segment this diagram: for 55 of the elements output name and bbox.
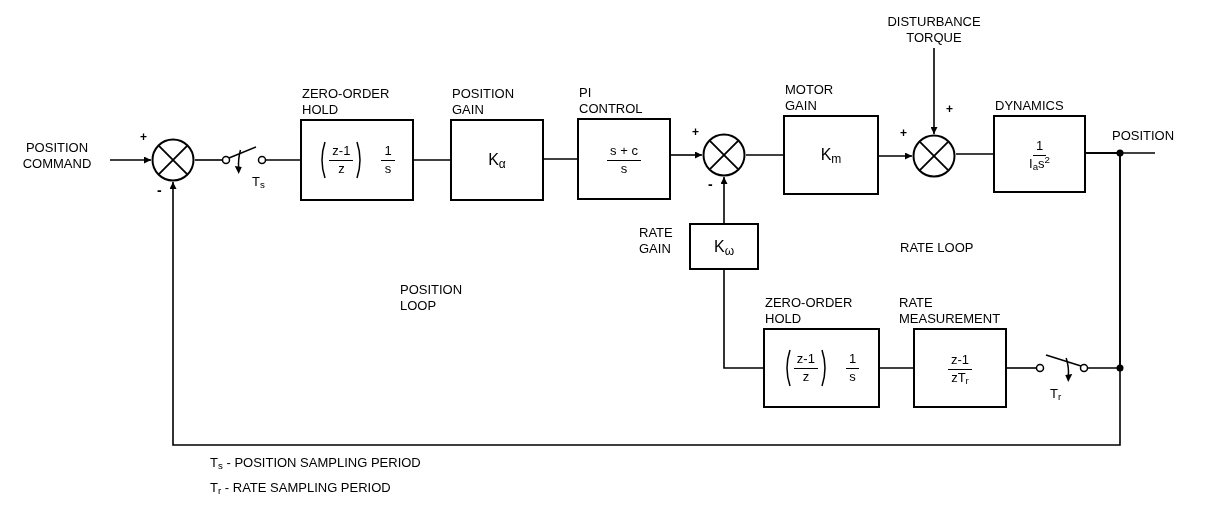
sign-label: + — [140, 130, 147, 145]
fraction-denominator: z — [801, 368, 811, 385]
fraction-numerator: z-1 — [329, 143, 354, 161]
text-label: POSITION — [1112, 128, 1175, 145]
block-heading: ZERO-ORDER HOLD — [302, 85, 391, 118]
fraction-denominator: s — [848, 368, 857, 385]
sign-label: - — [708, 176, 713, 194]
fraction-denominator: I$_{a}$s$^{2}$ — [1028, 155, 1051, 172]
signal-line — [169, 152, 1121, 446]
signal-line — [543, 158, 578, 160]
block-heading: RATE GAIN — [639, 225, 674, 258]
gain-symbol: K$_{ω}$ — [713, 236, 734, 259]
signal-label: DISTURBANCE TORQUE — [862, 12, 1006, 48]
block-heading: ZERO-ORDER HOLD — [765, 294, 854, 327]
fraction-denominator: s — [619, 160, 629, 177]
sign-label: + — [692, 125, 699, 140]
signal-line — [955, 153, 994, 155]
signal-line — [879, 367, 914, 369]
block-heading: POSITION GAIN — [452, 85, 516, 118]
signal-line — [878, 152, 913, 160]
sampling-period-label: T$_{r}$ — [1050, 385, 1062, 404]
sampling-period-label: T$_{s}$ — [252, 173, 265, 192]
block-heading: MOTOR GAIN — [785, 81, 835, 114]
signal-label: POSITION COMMAND — [4, 136, 110, 176]
signal-line — [413, 159, 451, 161]
fraction-numerator: 1 — [1032, 138, 1047, 156]
fraction-numerator: 1 — [845, 351, 860, 369]
block-heading: DYNAMICS — [995, 97, 1065, 114]
signal-line — [670, 151, 703, 159]
text-label: T$_{r}$ - RATE SAMPLING PERIOD — [210, 480, 391, 497]
signal-line — [930, 47, 938, 135]
gain-symbol: K$_{m}$ — [820, 145, 842, 167]
block-heading: PI CONTROL — [579, 84, 644, 117]
fraction-denominator: s — [383, 160, 393, 177]
fraction-numerator: z-1 — [793, 351, 818, 369]
fraction-denominator: z — [337, 160, 346, 177]
signal-line — [109, 156, 152, 164]
fraction-numerator: z-1 — [947, 352, 973, 370]
text-label: T$_{s}$ - POSITION SAMPLING PERIOD — [210, 455, 421, 472]
signal-line — [194, 159, 223, 161]
sign-label: - — [157, 182, 162, 200]
signal-line — [745, 154, 784, 156]
signal-line — [1006, 367, 1037, 369]
block-heading: RATE MEASUREMENT — [899, 294, 1002, 327]
text-label: RATE LOOP — [900, 240, 974, 257]
gain-symbol: K$_{α}$ — [488, 150, 506, 172]
signal-line — [720, 176, 728, 224]
sign-label: + — [900, 126, 907, 141]
fraction-numerator: s + c — [607, 143, 641, 161]
fraction-denominator: zT$_{r}$ — [950, 369, 970, 386]
signal-line — [723, 269, 764, 369]
sign-label: + — [946, 102, 953, 117]
text-label: POSITION LOOP — [400, 282, 464, 315]
fraction-numerator: 1 — [381, 143, 395, 161]
signal-line — [265, 159, 301, 161]
